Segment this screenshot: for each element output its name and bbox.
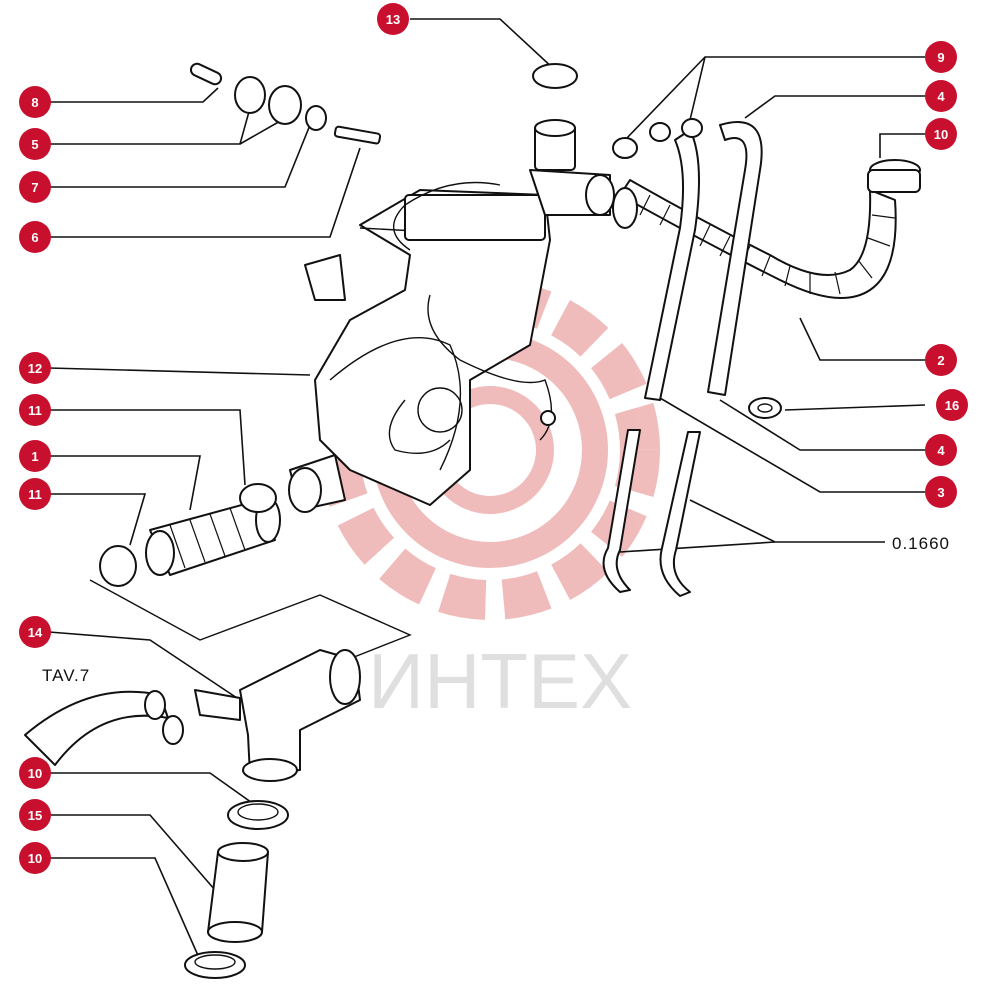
leader-lines	[48, 18, 926, 961]
callout-4-top: 4	[925, 80, 957, 112]
table-ref-label: TAV.7	[42, 666, 90, 685]
small-parts	[189, 62, 782, 419]
heater-assembly	[288, 119, 615, 513]
svg-text:1: 1	[31, 449, 38, 464]
svg-text:12: 12	[28, 361, 42, 376]
corrugated-hose-2	[612, 159, 921, 299]
svg-text:4: 4	[937, 443, 945, 458]
callout-11-lower: 11	[19, 478, 51, 510]
svg-text:9: 9	[937, 50, 944, 65]
callout-8: 8	[19, 86, 51, 118]
callout-10-mid: 10	[19, 757, 51, 789]
callout-14: 14	[19, 616, 51, 648]
callout-15: 15	[19, 799, 51, 831]
svg-text:10: 10	[28, 851, 42, 866]
bellows-1	[99, 483, 281, 587]
callout-2: 2	[925, 344, 957, 376]
tee-connector-14	[24, 649, 361, 782]
svg-text:5: 5	[31, 137, 38, 152]
svg-text:4: 4	[937, 89, 945, 104]
callout-1: 1	[19, 440, 51, 472]
callout-6: 6	[19, 221, 51, 253]
svg-text:13: 13	[386, 12, 400, 27]
svg-text:10: 10	[28, 766, 42, 781]
callout-10-bottom: 10	[19, 842, 51, 874]
svg-text:16: 16	[945, 398, 959, 413]
watermark-text: ИНТЕХ	[368, 637, 632, 725]
ref-code-label: 0.1660	[892, 534, 950, 553]
svg-text:6: 6	[31, 230, 38, 245]
svg-text:10: 10	[934, 127, 948, 142]
callout-12: 12	[19, 352, 51, 384]
callout-3: 3	[925, 476, 957, 508]
svg-text:7: 7	[31, 180, 38, 195]
callout-9: 9	[925, 41, 957, 73]
svg-text:3: 3	[937, 485, 944, 500]
svg-text:15: 15	[28, 808, 42, 823]
svg-text:2: 2	[937, 353, 944, 368]
callout-7: 7	[19, 171, 51, 203]
lower-parts	[184, 800, 289, 979]
callout-5: 5	[19, 128, 51, 160]
callout-16: 16	[936, 389, 968, 421]
callout-4-lower: 4	[925, 434, 957, 466]
svg-text:11: 11	[28, 487, 42, 502]
svg-text:11: 11	[28, 403, 42, 418]
callout-10-top: 10	[925, 118, 957, 150]
pipes-3-4	[602, 121, 763, 597]
callout-13: 13	[377, 3, 409, 35]
svg-text:8: 8	[31, 95, 38, 110]
svg-text:14: 14	[28, 625, 43, 640]
callout-11-upper: 11	[19, 394, 51, 426]
